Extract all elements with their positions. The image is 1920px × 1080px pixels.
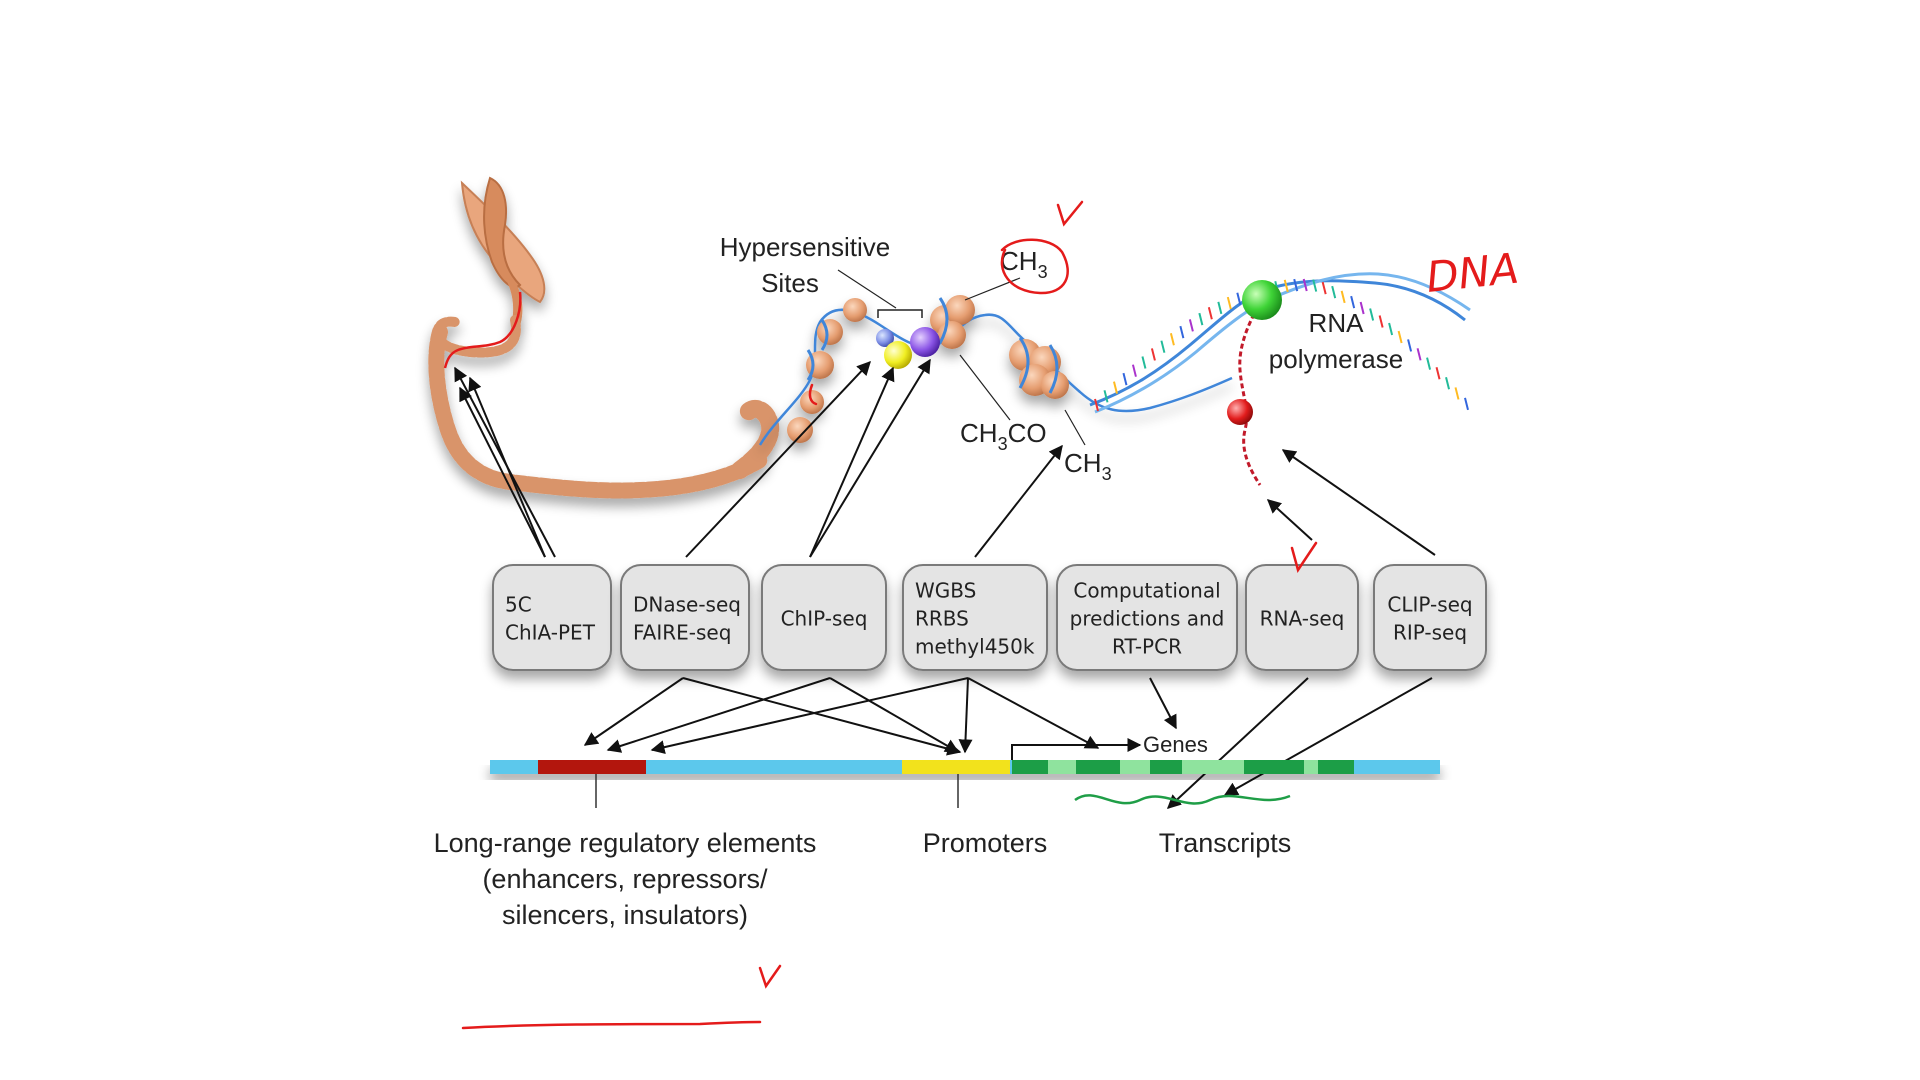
helix-base-pair — [1465, 398, 1468, 410]
assay-box-wgbs-rrbs-methyl: WGBS RRBS methyl450k — [903, 565, 1047, 670]
helix-base-pair — [1408, 339, 1411, 351]
long-range-label-1: Long-range regulatory elements — [434, 828, 817, 858]
long-range-label-2: (enhancers, repressors/ — [482, 864, 768, 894]
assay-box-text: DNase-seq — [633, 593, 741, 617]
helix-base-pair — [1161, 341, 1164, 353]
assay-box-frame — [493, 565, 611, 670]
helix-base-pair — [1351, 296, 1354, 308]
dna-handwritten-label: DNA — [1424, 244, 1521, 302]
check-mark-bottom — [760, 966, 780, 986]
helix-base-pair — [1199, 313, 1202, 325]
assay-box-5c-chia-pet: 5C ChIA-PET — [493, 565, 611, 670]
assay-box-text: RNA-seq — [1260, 607, 1345, 631]
helix-base-pair — [1380, 315, 1383, 327]
assay-box-text: methyl450k — [915, 635, 1035, 659]
helix-base-pair — [1180, 326, 1183, 338]
promoters-label: Promoters — [923, 828, 1048, 858]
genome-bar — [490, 760, 1440, 774]
assay-box-text: Computational — [1073, 579, 1220, 603]
helix-base-pair — [1323, 282, 1326, 294]
rna-strand — [1240, 300, 1262, 485]
helix-base-pair — [1228, 297, 1231, 309]
enhancer-region — [538, 760, 646, 774]
helix-base-pair — [1446, 377, 1449, 389]
assay-box-frame — [1374, 565, 1486, 670]
tf-yellow — [884, 341, 912, 369]
helix-base-pair — [1427, 358, 1430, 370]
helix-base-pair — [1389, 323, 1392, 335]
helix-base-pair — [1171, 333, 1174, 345]
helix-base-pair — [1456, 387, 1459, 399]
ch3-bottom-label: CH3 — [1064, 448, 1112, 484]
ch3co-leader — [960, 355, 1010, 420]
assay-box-chip-seq: ChIP-seq — [762, 565, 886, 670]
transcripts-label: Transcripts — [1159, 828, 1292, 858]
ribosome-red-ball — [1227, 399, 1253, 425]
assay-box-text: WGBS — [915, 579, 976, 603]
helix-base-pair — [1437, 367, 1440, 379]
genes-label: Genes — [1143, 732, 1208, 757]
ch3-top-leader — [965, 278, 1020, 300]
helix-base-pair — [1218, 302, 1221, 314]
long-range-label-3: silencers, insulators) — [502, 900, 748, 930]
hypersensitive-label-2: Sites — [761, 268, 819, 298]
transcript-wave — [1075, 795, 1290, 803]
tf-purple — [910, 327, 940, 357]
svg-text:CH3: CH3 — [1064, 448, 1112, 484]
assay-box-frame — [621, 565, 749, 670]
chromosome-illustration — [462, 178, 544, 326]
assay-box-text: RRBS — [915, 607, 969, 631]
ch3co-label: CH3CO — [960, 418, 1047, 454]
helix-base-pair — [1114, 382, 1117, 394]
assay-box-text: FAIRE-seq — [633, 621, 731, 645]
helix-base-pair — [1342, 291, 1345, 303]
rna-polymerase-label-2: polymerase — [1269, 344, 1403, 374]
helix-base-pair — [1209, 307, 1212, 319]
svg-text:CH3CO: CH3CO — [960, 418, 1047, 454]
helix-base-pair — [1142, 356, 1145, 368]
helix-base-pair — [1399, 331, 1402, 343]
assay-box-text: predictions and — [1070, 607, 1225, 631]
hypersensitive-bracket — [878, 310, 922, 318]
assay-box-text: ChIP-seq — [781, 607, 868, 631]
underline-stroke — [463, 1022, 760, 1028]
helix-base-pair — [1190, 319, 1193, 331]
assay-box-rna-seq: RNA-seq — [1246, 565, 1358, 670]
helix-base-pair — [1332, 286, 1335, 298]
hypersensitive-label-1: Hypersensitive — [720, 232, 891, 262]
check-mark-top — [1058, 202, 1082, 224]
rna-polymerase-label-1: RNA — [1309, 308, 1365, 338]
assay-box-text: RIP-seq — [1393, 621, 1467, 645]
assay-box-dnase-faire: DNase-seqFAIRE-seq — [621, 565, 749, 670]
promoter-region — [902, 760, 1010, 774]
ch3-bottom-leader — [1065, 410, 1085, 445]
helix-base-pair — [1123, 373, 1126, 385]
helix-base-pair — [1418, 348, 1421, 360]
assay-box-text: ChIA-PET — [505, 621, 596, 645]
assay-box-text: 5C — [505, 593, 532, 617]
rna-polymerase-ball — [1242, 280, 1282, 320]
assay-box-text: CLIP-seq — [1387, 593, 1472, 617]
helix-base-pair — [1133, 365, 1136, 377]
helix-base-pair — [1152, 348, 1155, 360]
helix-base-pair — [1370, 308, 1373, 320]
assay-box-text: RT-PCR — [1112, 635, 1182, 659]
